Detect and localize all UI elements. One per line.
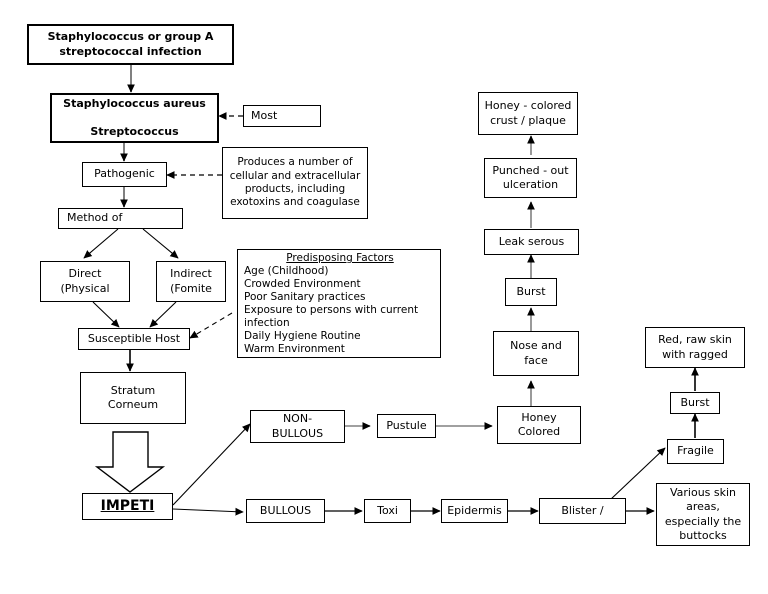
node-bullous[interactable]: BULLOUS [246,499,325,523]
predisposing-factor-item: Age (Childhood) [244,265,329,278]
node-pathogenic[interactable]: Pathogenic [82,162,167,187]
predisposing-factor-item: Exposure to persons with current infecti… [244,304,419,330]
predisposing-factor-item: Daily Hygiene Routine [244,330,361,343]
node-most-label: Most [251,108,278,122]
node-stratum-corneum-line1: Stratum [110,383,156,397]
node-indirect-line1: Indirect [170,267,212,281]
node-direct[interactable]: Direct (Physical [40,261,130,302]
node-various-skin-line3: especially the [664,514,742,528]
node-organisms-line2: Streptococcus [90,124,179,138]
node-honey-crust-line2: crust / plaque [490,113,566,127]
node-honey-colored-line2: Colored [517,425,561,438]
node-leak-serous-label: Leak serous [498,234,565,248]
node-blister[interactable]: Blister / [539,498,626,524]
node-leak-serous[interactable]: Leak serous [484,229,579,255]
node-epidermis-label: Epidermis [447,503,502,517]
node-indirect[interactable]: Indirect (Fomite [156,261,226,302]
node-fragile[interactable]: Fragile [667,439,724,464]
node-honey-colored-line1: Honey [521,410,557,424]
node-predisposing-factors[interactable]: Predisposing Factors Age (Childhood) Cro… [237,249,441,358]
node-susceptible-host-label: Susceptible Host [87,331,181,345]
predisposing-factor-item: Poor Sanitary practices [244,291,366,304]
node-epidermis[interactable]: Epidermis [441,499,508,523]
node-punched-out-ulceration[interactable]: Punched - out ulceration [484,158,577,198]
node-punched-out-line1: Punched - out [492,163,569,177]
node-red-raw-skin-line1: Red, raw skin [658,333,732,347]
node-punched-out-line2: ulceration [502,178,559,191]
node-burst-middle[interactable]: Burst [505,278,557,306]
node-various-skin-line1: Various skin [669,486,737,500]
node-blister-label: Blister / [561,503,604,517]
node-honey-colored-crust[interactable]: Honey - colored crust / plaque [478,92,578,135]
node-source-infection-line2: streptococcal infection [59,44,202,58]
node-non-bullous[interactable]: NON- BULLOUS [250,410,345,443]
node-red-raw-skin[interactable]: Red, raw skin with ragged [645,327,745,368]
node-burst-right[interactable]: Burst [670,392,720,414]
node-pathogenic-label: Pathogenic [94,167,155,181]
predisposing-factor-item: Warm Environment [244,343,345,356]
node-susceptible-host[interactable]: Susceptible Host [78,328,190,350]
node-red-raw-skin-line2: with ragged [662,347,728,361]
node-nose-and-face[interactable]: Nose and face [493,331,579,376]
node-burst-middle-label: Burst [516,284,546,298]
predisposing-factor-item: Presence of irritated skin [244,356,436,357]
node-nose-and-face-line1: Nose and [510,339,562,353]
node-non-bullous-line1: NON- [282,412,313,426]
node-honey-colored[interactable]: Honey Colored [497,406,581,444]
node-produces-label: Produces a number of cellular and extrac… [229,156,361,209]
node-source-infection-line1: Staphylococcus or group A [47,30,214,44]
node-various-skin-line4: buttocks [679,528,727,542]
predisposing-factor-item: Crowded Environment [244,278,361,291]
node-produces[interactable]: Produces a number of cellular and extrac… [222,147,368,219]
node-various-skin-areas[interactable]: Various skin areas, especially the butto… [656,483,750,546]
node-stratum-corneum-line2: Corneum [107,398,159,411]
predisposing-factors-title: Predisposing Factors [286,252,394,264]
node-fragile-label: Fragile [677,444,714,458]
node-nose-and-face-line2: face [524,353,548,367]
node-direct-line2: (Physical [60,281,110,295]
node-organisms[interactable]: Staphylococcus aureus Streptococcus [50,93,219,143]
node-bullous-label: BULLOUS [259,503,312,517]
node-impeti-label: IMPETI [100,497,155,514]
node-organisms-line1: Staphylococcus aureus [63,97,206,111]
node-pustule[interactable]: Pustule [377,414,436,438]
node-direct-line1: Direct [68,267,102,281]
node-various-skin-line2: areas, [686,500,720,514]
node-impeti[interactable]: IMPETI [82,493,173,520]
node-pustule-label: Pustule [386,418,427,432]
node-method-of[interactable]: Method of [58,208,183,229]
node-toxi[interactable]: Toxi [364,499,411,523]
node-method-of-label: Method of [67,211,123,225]
node-most[interactable]: Most [243,105,321,127]
node-toxi-label: Toxi [377,503,398,517]
node-non-bullous-line2: BULLOUS [271,426,324,440]
node-burst-right-label: Burst [680,395,710,409]
node-honey-crust-line1: Honey - colored [484,99,572,113]
node-stratum-corneum[interactable]: Stratum Corneum [80,372,186,424]
node-source-infection[interactable]: Staphylococcus or group A streptococcal … [27,24,234,65]
node-indirect-line2: (Fomite [170,281,212,295]
